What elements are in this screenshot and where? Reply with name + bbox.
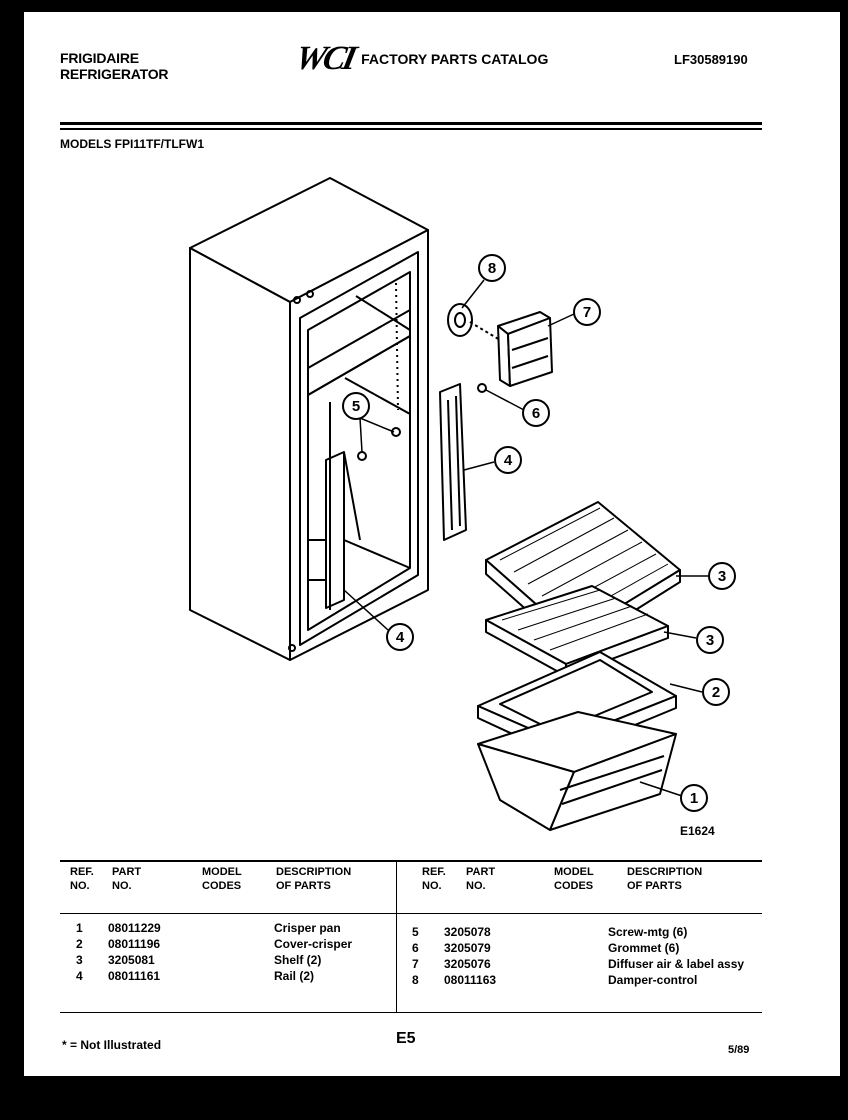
catalog-title: FACTORY PARTS CATALOG (361, 51, 549, 67)
footnote: * = Not Illustrated (62, 1038, 162, 1052)
table-divider (396, 862, 397, 1012)
screw-part (391, 427, 401, 437)
catalog-page (24, 12, 840, 1076)
damper-control-part (447, 303, 501, 341)
callout-3-lower: 3 (706, 632, 714, 649)
callout-8: 8 (488, 260, 496, 277)
callout-4-rail: 4 (504, 452, 513, 469)
figure-code: E1624 (680, 824, 715, 838)
table-top-rule (60, 860, 762, 862)
ref-no-header: REF.NO. (70, 866, 94, 892)
refrigerator-cabinet (189, 177, 429, 661)
callout-3-upper: 3 (718, 568, 726, 585)
product-name: REFRIGERATOR (60, 66, 169, 82)
description-column-right: Screw-mtg (6)Grommet (6) Diffuser air & … (608, 925, 745, 987)
callout-4-cabinet: 4 (396, 629, 405, 646)
header-rule-thin (60, 128, 762, 130)
ref-no-header-right: REF.NO. (422, 866, 446, 892)
leader-lines (343, 279, 708, 797)
grommet-part (477, 383, 487, 393)
diffuser-part (497, 311, 553, 387)
page-number: E5 (396, 1030, 416, 1047)
table-bottom-rule (60, 1012, 762, 1013)
brand-block: FRIGIDAIRE REFRIGERATOR (60, 50, 169, 82)
catalog-code: LF30589190 (674, 52, 748, 67)
callout-6: 6 (532, 405, 540, 422)
catalog-header: WCI FACTORY PARTS CATALOG (292, 40, 549, 78)
crisper-pan-part (477, 711, 677, 831)
callout-7: 7 (583, 304, 591, 321)
callout-circles (342, 254, 736, 812)
rail-part (439, 383, 467, 541)
callout-5: 5 (352, 398, 360, 415)
brand-name: FRIGIDAIRE (60, 50, 139, 66)
callout-2: 2 (712, 684, 720, 701)
callout-1: 1 (690, 790, 698, 807)
header-rule (60, 122, 762, 125)
table-header-rule (60, 913, 762, 914)
models-line: MODELS FPI11TF/TLFW1 (60, 137, 205, 151)
issue-date: 5/89 (728, 1044, 750, 1056)
